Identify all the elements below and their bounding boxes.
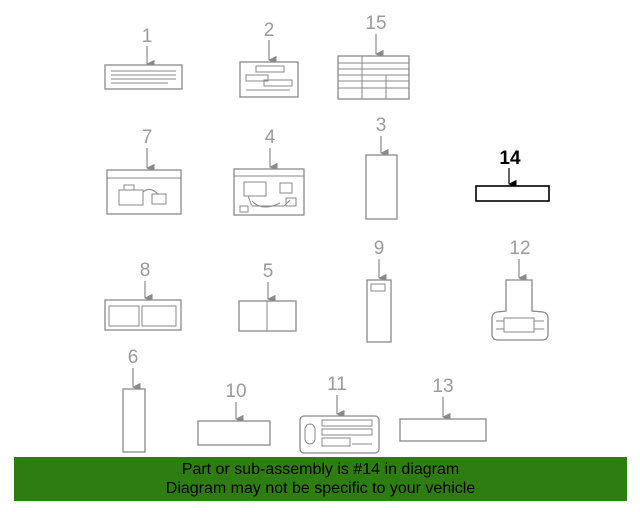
part-2[interactable]: 2 bbox=[239, 20, 299, 98]
callout-6: 6 bbox=[128, 347, 139, 368]
callout-1: 1 bbox=[142, 26, 153, 47]
callout-3: 3 bbox=[376, 115, 387, 136]
part-15-label bbox=[337, 55, 410, 100]
callout-12: 12 bbox=[509, 238, 530, 259]
part-13-label bbox=[399, 418, 487, 442]
callout-7: 7 bbox=[142, 127, 153, 148]
callout-9: 9 bbox=[374, 238, 385, 259]
callout-10: 10 bbox=[225, 381, 246, 402]
parts-diagram: 1 2 15 7 bbox=[104, 13, 550, 454]
part-6-label bbox=[122, 388, 146, 453]
part-7-label bbox=[106, 169, 182, 215]
part-10-label bbox=[197, 420, 271, 446]
banner-line-2: Diagram may not be specific to your vehi… bbox=[165, 480, 476, 497]
callout-5: 5 bbox=[263, 261, 274, 282]
part-10[interactable]: 10 bbox=[197, 381, 271, 446]
banner-line-1: Part or sub-assembly is #14 in diagram bbox=[181, 461, 460, 478]
callout-14: 14 bbox=[499, 148, 521, 169]
callout-4: 4 bbox=[265, 127, 276, 148]
part-8-label bbox=[104, 299, 182, 331]
callout-11: 11 bbox=[327, 374, 347, 395]
callout-8: 8 bbox=[140, 260, 151, 281]
part-7[interactable]: 7 bbox=[106, 127, 182, 215]
callout-13: 13 bbox=[432, 376, 453, 397]
callout-15: 15 bbox=[365, 13, 386, 34]
part-4[interactable]: 4 bbox=[233, 127, 305, 216]
part-15[interactable]: 15 bbox=[337, 13, 410, 100]
part-3[interactable]: 3 bbox=[365, 115, 398, 220]
part-6[interactable]: 6 bbox=[122, 347, 146, 453]
part-14-label bbox=[475, 185, 550, 202]
part-13[interactable]: 13 bbox=[399, 376, 487, 442]
part-1[interactable]: 1 bbox=[104, 26, 183, 90]
part-12-label bbox=[491, 279, 549, 341]
part-14[interactable]: 14 bbox=[475, 148, 550, 202]
part-12[interactable]: 12 bbox=[491, 238, 549, 341]
part-8[interactable]: 8 bbox=[104, 260, 182, 331]
callout-2: 2 bbox=[264, 20, 275, 41]
part-5[interactable]: 5 bbox=[238, 261, 297, 332]
part-11[interactable]: 11 bbox=[299, 374, 380, 454]
part-9[interactable]: 9 bbox=[366, 238, 392, 343]
part-1-label bbox=[104, 64, 183, 90]
part-3-label bbox=[365, 154, 398, 220]
info-banner: Part or sub-assembly is #14 in diagram D… bbox=[14, 457, 627, 501]
